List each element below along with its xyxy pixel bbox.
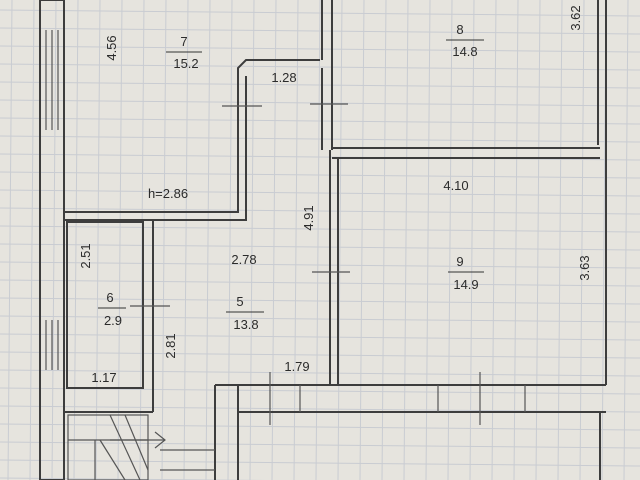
grid-line: [0, 207, 640, 215]
room-8-area: 14.8: [452, 44, 477, 59]
grid-line: [0, 243, 640, 251]
grid-line: [51, 0, 57, 480]
grid-line: [73, 0, 79, 480]
grid-line: [0, 189, 640, 197]
dimension-room-7-height: 4.56: [104, 35, 119, 60]
dimension-ceiling-height: h=2.86: [148, 186, 188, 201]
dimension-room-6-height: 2.51: [78, 243, 93, 268]
room-8-label: 8 14.8: [446, 22, 484, 59]
grid-line: [0, 63, 640, 71]
room-6-number: 6: [106, 290, 113, 305]
grid-line: [491, 0, 497, 480]
grid-line: [0, 135, 640, 143]
dimension-room-6-width: 1.17: [91, 370, 116, 385]
grid-line: [623, 0, 629, 480]
grid-line: [7, 0, 13, 480]
grid-line: [315, 0, 321, 480]
room-9-number: 9: [456, 254, 463, 269]
grid-line: [359, 0, 365, 480]
grid-line: [0, 423, 640, 431]
grid-line: [579, 0, 585, 480]
grid-line: [205, 0, 211, 480]
room-9-label: 9 14.9: [448, 254, 484, 292]
room-5-number: 5: [236, 294, 243, 309]
grid-line: [0, 261, 640, 269]
grid-line: [0, 279, 640, 287]
grid-line: [0, 99, 640, 107]
grid-line: [0, 477, 267, 480]
room-7-number: 7: [180, 34, 187, 49]
grid-line: [117, 0, 123, 480]
room-6-label: 6 2.9: [98, 290, 126, 328]
grid-line: [0, 171, 640, 179]
dimension-room-9-width: 4.10: [443, 178, 468, 193]
grid-line: [0, 225, 640, 233]
room-5-area: 13.8: [233, 317, 258, 332]
grid-line: [0, 351, 640, 359]
grid-line: [249, 0, 255, 480]
grid-line: [535, 0, 541, 480]
grid-line: [0, 333, 640, 341]
grid-line: [0, 297, 640, 305]
room-5-label: 5 13.8: [226, 294, 264, 332]
grid-line: [29, 0, 35, 480]
grid-line: [0, 81, 640, 89]
grid-line: [403, 0, 409, 480]
grid-line: [337, 0, 343, 480]
grid-line: [183, 0, 189, 480]
grid-line: [557, 0, 563, 480]
grid-line: [513, 0, 519, 480]
grid-line: [469, 0, 475, 480]
dimension-room-8-side: 3.62: [568, 5, 583, 30]
dimension-hall-width: 2.78: [231, 252, 256, 267]
grid-line: [161, 0, 167, 480]
room-9-area: 14.9: [453, 277, 478, 292]
dimension-bottom-opening: 1.79: [284, 359, 309, 374]
room-7-label: 7 15.2: [166, 34, 202, 71]
room-7-area: 15.2: [173, 56, 198, 71]
grid-line: [447, 0, 453, 480]
walls: [39, 0, 607, 480]
dimension-room-9-height: 3.63: [577, 255, 592, 280]
dimension-hall-length: 4.91: [301, 205, 316, 230]
grid-line: [381, 0, 387, 480]
grid-line: [0, 315, 640, 323]
dimension-partition: 2.81: [163, 333, 178, 358]
grid-line: [271, 0, 277, 480]
grid-line: [227, 0, 233, 480]
grid-line: [0, 117, 640, 125]
grid-line: [425, 0, 431, 480]
grid-line: [0, 369, 640, 377]
grid-line: [293, 0, 299, 480]
room-6-area: 2.9: [104, 313, 122, 328]
dimension-corridor-top: 1.28: [271, 70, 296, 85]
grid-line: [0, 459, 640, 467]
grid-line: [0, 441, 640, 449]
grid-line: [95, 0, 101, 480]
room-8-number: 8: [456, 22, 463, 37]
